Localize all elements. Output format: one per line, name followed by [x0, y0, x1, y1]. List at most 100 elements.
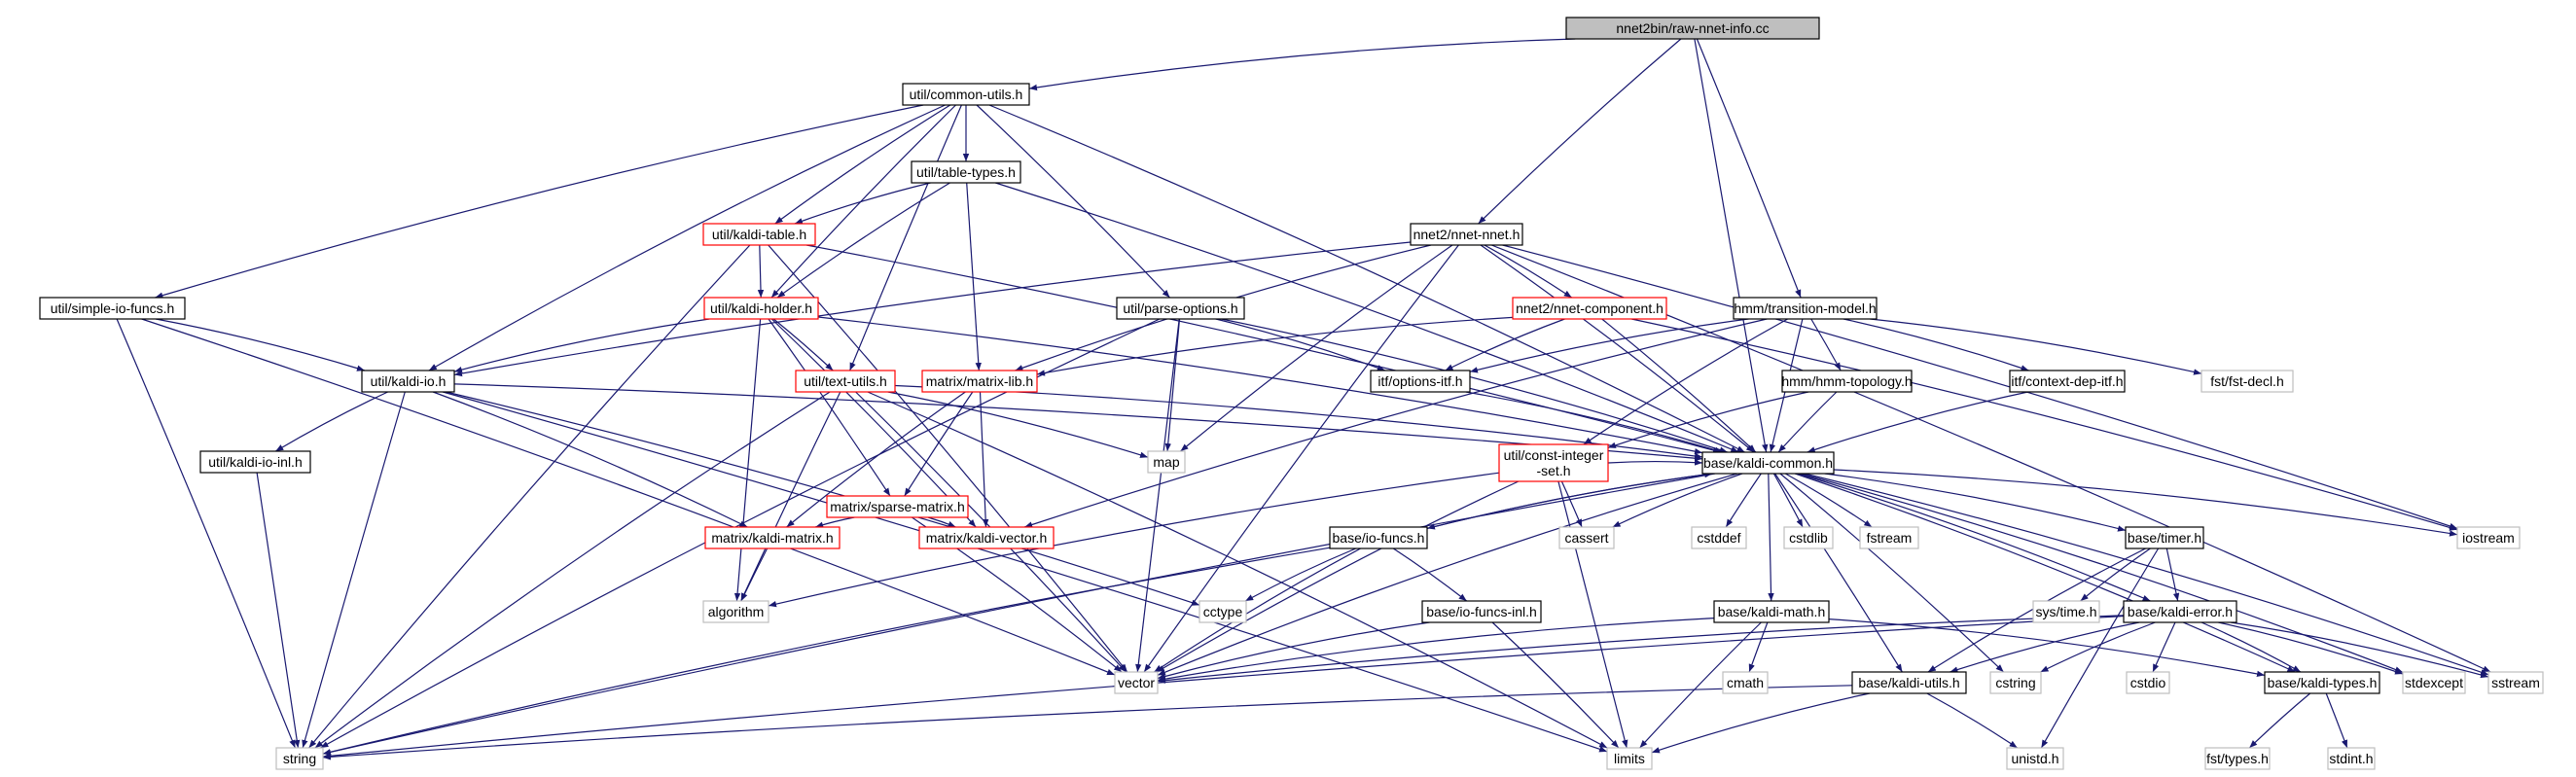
- edge-nnet_component-to-kaldi_common: [1601, 318, 1757, 453]
- node-box: [1147, 450, 1186, 474]
- edge-parse_options-to-vector: [1135, 318, 1180, 673]
- node-label: util/table-types.h: [916, 164, 1016, 180]
- node-nnet-nnet[interactable]: nnet2/nnet-nnet.h: [1410, 223, 1523, 246]
- node-label: base/kaldi-common.h: [1703, 455, 1833, 471]
- edge-kaldi_io-to-cctype: [446, 391, 1200, 606]
- edge-kaldi_common-to-cassert: [1612, 473, 1743, 528]
- node-common-utils[interactable]: util/common-utils.h: [902, 83, 1030, 106]
- node-box: [826, 495, 969, 518]
- edge-hmm_topology-to-const_integer_set: [1607, 391, 1809, 448]
- edge-timer-to-sys_time: [2080, 547, 2151, 602]
- node-box: [1512, 297, 1667, 320]
- node-kaldi-utils[interactable]: base/kaldi-utils.h: [1851, 671, 1967, 694]
- node-kaldi-math[interactable]: base/kaldi-math.h: [1713, 600, 1830, 623]
- node-kaldi-types[interactable]: base/kaldi-types.h: [2264, 671, 2380, 694]
- node-cstring: cstring: [1989, 671, 2042, 694]
- node-label: nnet2bin/raw-nnet-info.cc: [1616, 20, 1769, 36]
- node-label: hmm/transition-model.h: [1734, 300, 1876, 316]
- node-context-dep-itf[interactable]: itf/context-dep-itf.h: [2009, 370, 2126, 393]
- node-fstream: fstream: [1859, 526, 1919, 549]
- node-kaldi-io-inl[interactable]: util/kaldi-io-inl.h: [199, 450, 311, 474]
- node-label: base/timer.h: [2128, 530, 2201, 546]
- node-sparse-matrix[interactable]: matrix/sparse-matrix.h: [826, 495, 969, 518]
- edge-nnet_nnet-to-iostream: [1502, 244, 2458, 530]
- node-box: [2009, 370, 2126, 393]
- node-kaldi-holder[interactable]: util/kaldi-holder.h: [703, 297, 819, 320]
- node-kaldi-io[interactable]: util/kaldi-io.h: [361, 370, 455, 393]
- edge-timer-to-unistd: [2040, 547, 2160, 749]
- node-io-funcs[interactable]: base/io-funcs.h: [1329, 526, 1428, 549]
- edge-common_utils-to-simple_io: [155, 104, 924, 299]
- edge-kaldi_common-to-iostream: [1833, 469, 2458, 537]
- edge-kaldi_math-to-limits: [1639, 621, 1762, 749]
- edge-kaldi_error-to-cstring: [2040, 621, 2156, 673]
- edge-kaldi_math-to-kaldi_types: [1828, 618, 2266, 678]
- node-cstdlib: cstdlib: [1783, 526, 1834, 549]
- edge-table_types-to-matrix_lib: [966, 182, 982, 371]
- node-fst-decl: fst/fst-decl.h: [2200, 370, 2294, 393]
- node-kaldi-table[interactable]: util/kaldi-table.h: [702, 223, 816, 246]
- node-kaldi-matrix[interactable]: matrix/kaldi-matrix.h: [704, 526, 841, 549]
- node-label: nnet2/nnet-component.h: [1516, 300, 1664, 316]
- node-algorithm: algorithm: [702, 600, 769, 623]
- edge-kaldi_common-to-sstream: [1804, 473, 2489, 676]
- node-box: [1733, 297, 1878, 320]
- node-root[interactable]: nnet2bin/raw-nnet-info.cc: [1565, 17, 1820, 40]
- node-label: cctype: [1203, 604, 1243, 619]
- edge-transition_model-to-fst_decl: [1870, 318, 2202, 375]
- edge-kaldi_common-to-cstdlib: [1772, 473, 1804, 528]
- node-hmm-topology[interactable]: hmm/hmm-topology.h: [1781, 370, 1913, 393]
- node-label: cstring: [1995, 675, 2035, 690]
- node-box: [2204, 747, 2271, 770]
- node-options-itf[interactable]: itf/options-itf.h: [1370, 370, 1471, 393]
- edge-kaldi_utils-to-limits: [1651, 692, 1871, 754]
- edge-common_utils-to-text_utils: [849, 104, 962, 371]
- edge-kaldi_matrix-to-algorithm: [740, 547, 769, 602]
- node-parse-options[interactable]: util/parse-options.h: [1116, 297, 1245, 320]
- node-kaldi-error[interactable]: base/kaldi-error.h: [2123, 600, 2237, 623]
- edge-nnet_component-to-options_itf: [1445, 318, 1565, 371]
- node-kaldi-common[interactable]: base/kaldi-common.h: [1701, 451, 1835, 475]
- edge-root-to-kaldi_common: [1694, 38, 1769, 453]
- edge-kaldi_holder-to-sparse_matrix: [768, 318, 891, 497]
- node-label: vector: [1118, 675, 1155, 690]
- node-matrix-lib[interactable]: matrix/matrix-lib.h: [921, 370, 1038, 393]
- node-label: cstdlib: [1789, 530, 1828, 546]
- edge-common_utils-to-kaldi_holder: [770, 104, 956, 299]
- node-label: stdint.h: [2329, 751, 2373, 766]
- edge-const_integer_set-to-kaldi_common: [1607, 459, 1703, 466]
- node-box: [2327, 747, 2376, 770]
- edge-common_utils-to-kaldi_common: [988, 104, 1745, 453]
- node-cstddef: cstddef: [1691, 526, 1747, 549]
- node-simple-io[interactable]: util/simple-io-funcs.h: [39, 297, 186, 320]
- edge-table_types-to-kaldi_table: [794, 182, 931, 225]
- node-box: [1701, 451, 1835, 475]
- edge-root-to-transition_model: [1696, 38, 1802, 299]
- node-box: [1116, 297, 1245, 320]
- node-label: util/kaldi-table.h: [712, 227, 806, 242]
- node-const-integer-set[interactable]: util/const-integer-set.h: [1498, 443, 1609, 482]
- node-label: stdexcept: [2405, 675, 2463, 690]
- edge-kaldi_error-to-string: [322, 615, 2125, 759]
- node-box: [702, 223, 816, 246]
- node-box: [2032, 600, 2100, 623]
- edge-parse_options-to-options_itf: [1215, 318, 1386, 371]
- node-box: [1713, 600, 1830, 623]
- edge-hmm_topology-to-kaldi_common: [1777, 391, 1838, 453]
- node-kaldi-vector[interactable]: matrix/kaldi-vector.h: [918, 526, 1055, 549]
- node-text-utils[interactable]: util/text-utils.h: [795, 370, 896, 393]
- node-transition-model[interactable]: hmm/transition-model.h: [1733, 297, 1878, 320]
- edge-nnet_nnet-to-vector: [1143, 244, 1459, 673]
- node-timer[interactable]: base/timer.h: [2125, 526, 2204, 549]
- node-label: cstdio: [2130, 675, 2166, 690]
- node-nnet-component[interactable]: nnet2/nnet-component.h: [1512, 297, 1667, 320]
- edge-kaldi_error-to-stdexcept: [2218, 621, 2404, 675]
- node-io-funcs-inl[interactable]: base/io-funcs-inl.h: [1421, 600, 1542, 623]
- edge-kaldi_common-to-cstring: [1779, 473, 2005, 673]
- edges-layer: [116, 38, 2491, 760]
- node-stdint: stdint.h: [2327, 747, 2376, 770]
- node-table-types[interactable]: util/table-types.h: [911, 160, 1021, 184]
- node-label: sstream: [2491, 675, 2540, 690]
- edge-transition_model-to-context_dep_itf: [1843, 318, 2029, 371]
